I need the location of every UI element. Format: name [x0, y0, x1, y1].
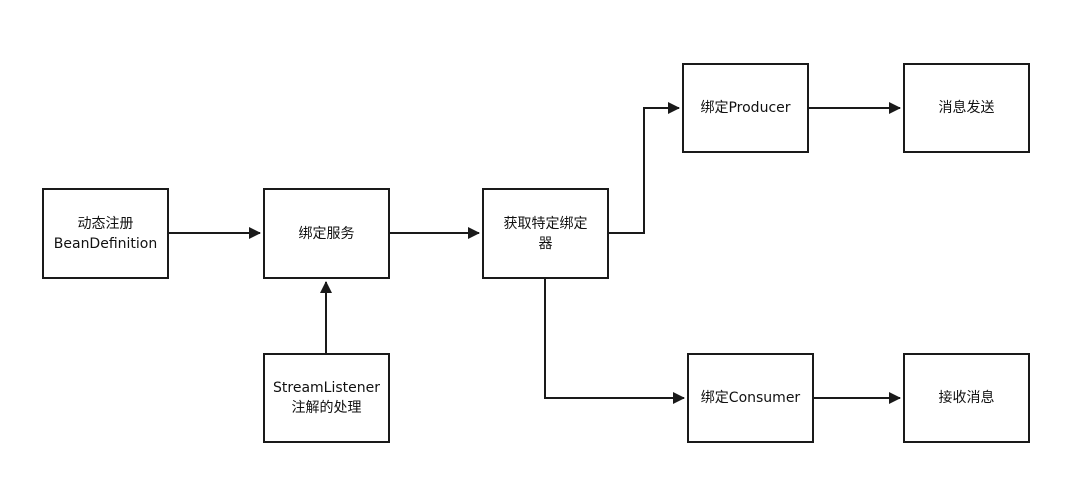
node-stream-listener-label: StreamListener 注解的处理 — [273, 380, 380, 416]
node-receive-message: 接收消息 — [903, 353, 1030, 443]
node-bind-producer-label: 绑定Producer — [700, 100, 791, 116]
node-stream-listener: StreamListener 注解的处理 — [263, 353, 390, 443]
node-get-binder: 获取特定绑定 器 — [482, 188, 609, 279]
node-get-binder-label: 获取特定绑定 器 — [503, 215, 588, 252]
node-bind-service: 绑定服务 — [263, 188, 390, 279]
arrow-get-binder-to-bind-producer — [609, 102, 680, 234]
node-bind-consumer-label: 绑定Consumer — [700, 390, 801, 406]
node-bind-consumer: 绑定Consumer — [687, 353, 814, 443]
node-send-message-label: 消息发送 — [938, 100, 995, 116]
arrow-get-binder-to-bind-consumer — [544, 279, 685, 404]
node-bind-service-label: 绑定服务 — [298, 225, 355, 242]
node-dynamic-register-label: 动态注册 BeanDefinition — [53, 215, 158, 252]
node-dynamic-register: 动态注册 BeanDefinition — [42, 188, 169, 279]
node-bind-producer: 绑定Producer — [682, 63, 809, 153]
node-receive-message-label: 接收消息 — [938, 390, 995, 406]
node-send-message: 消息发送 — [903, 63, 1030, 153]
